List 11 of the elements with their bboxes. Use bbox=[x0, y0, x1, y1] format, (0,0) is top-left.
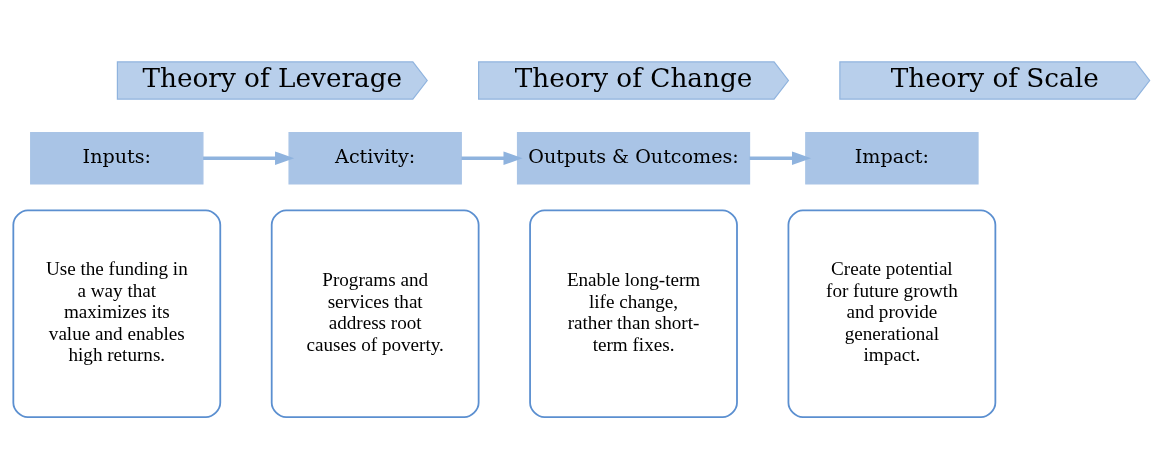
arrow bbox=[203, 151, 295, 165]
node-box: Programs and services that address root causes of poverty. bbox=[270, 208, 480, 418]
node-box: Create potential for future growth and provide generational impact. bbox=[787, 208, 997, 418]
node-box: Enable long-term life change, rather than short-term fixes. bbox=[529, 208, 738, 418]
node-box: Impact: bbox=[805, 131, 979, 185]
arrow bbox=[749, 151, 812, 165]
node-box: Outputs & Outcomes: bbox=[516, 131, 751, 185]
arrow bbox=[461, 151, 523, 165]
node-box: Inputs: bbox=[30, 131, 204, 185]
node-box: Activity: bbox=[288, 131, 462, 185]
node-box: Use the funding in a way that maximizes its value and enables high returns. bbox=[12, 208, 222, 418]
